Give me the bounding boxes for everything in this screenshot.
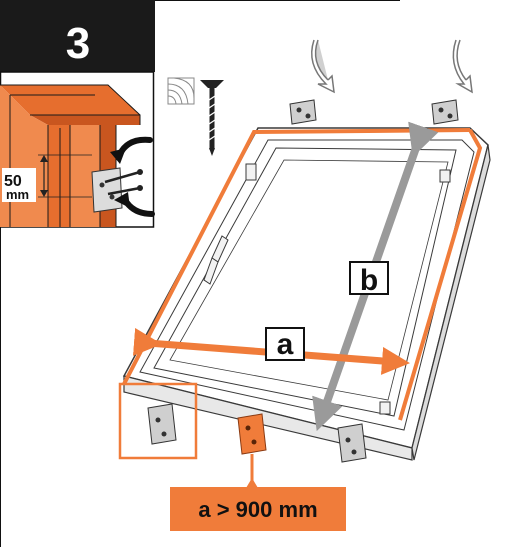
distance-value: 50: [4, 173, 22, 190]
dimension-a-label: a: [277, 328, 294, 361]
curved-arrow-icon: [110, 136, 155, 217]
mounting-bracket-icon: [289, 99, 459, 125]
wood-grain-icon: [167, 77, 195, 105]
rule-callout: a > 900 mm: [170, 454, 346, 531]
screw-legend-icon: [200, 80, 224, 156]
window-handle: [203, 235, 229, 285]
step-number: 3: [66, 19, 90, 68]
curved-arrow-icon: [311, 39, 473, 94]
step-badge: 3: [0, 0, 155, 72]
dimension-b-label: b: [360, 264, 378, 297]
distance-indicator: 50 mm: [2, 154, 92, 202]
mounting-bracket-icon: [147, 403, 367, 463]
mounting-bracket-icon: [91, 167, 123, 213]
distance-unit: mm: [6, 187, 29, 202]
dimension-a: a: [132, 327, 410, 375]
highlighted-bracket-icon: [237, 413, 267, 455]
corner-highlight-box: [118, 382, 198, 460]
inset-detail-panel: 50 mm: [0, 71, 155, 228]
screw-icon: [104, 169, 143, 196]
rule-text: a > 900 mm: [198, 497, 317, 522]
